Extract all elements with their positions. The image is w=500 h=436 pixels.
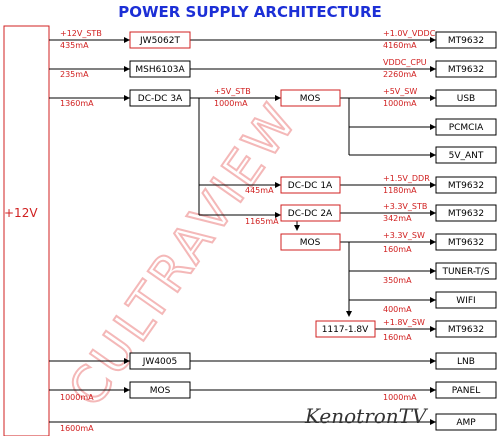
load-mt9632-cpu: MT9632 (435, 60, 497, 78)
current-label-1000ma-stb: 1000mA (214, 99, 248, 108)
load-mt9632-cpu-label: MT9632 (448, 65, 484, 75)
load-mt9632-stb-label: MT9632 (448, 209, 484, 219)
load-usb-label: USB (457, 94, 475, 104)
rail-label-vddc: +1.0V_VDDC (383, 29, 436, 38)
load-panel-label: PANEL (452, 386, 480, 396)
block-dcdc-1a: DC-DC 1A (280, 176, 341, 194)
kenotrontv-logo: KenotronTV (304, 404, 429, 428)
current-label-1180ma: 1180mA (383, 186, 417, 195)
load-panel: PANEL (435, 381, 497, 399)
block-mos-3v3: MOS (280, 233, 341, 251)
load-tuner: TUNER-T/S (435, 262, 497, 280)
current-label-400ma: 400mA (383, 305, 412, 314)
main-12v-label: +12V (4, 206, 38, 220)
load-lnb-label: LNB (457, 357, 475, 367)
load-wifi-label: WIFI (456, 296, 475, 306)
block-mos-panel: MOS (129, 381, 191, 399)
diagram-title: POWER SUPPLY ARCHITECTURE (118, 3, 382, 21)
arrowheads (124, 37, 436, 425)
load-5v-ant-label: 5V_ANT (449, 151, 484, 161)
current-label-350ma: 350mA (383, 276, 412, 285)
load-mt9632-sw33: MT9632 (435, 233, 497, 251)
load-mt9632-vddc: MT9632 (435, 31, 497, 49)
current-label-435ma: 435mA (60, 41, 89, 50)
block-dcdc-3a-label: DC-DC 3A (138, 94, 183, 104)
current-label-4160ma: 4160mA (383, 41, 417, 50)
current-label-1600ma: 1600mA (60, 424, 94, 433)
block-dcdc-1a-label: DC-DC 1A (288, 181, 333, 191)
current-label-160ma-1v8: 160mA (383, 333, 412, 342)
rail-label-5v-stb: +5V_STB (214, 87, 251, 96)
connection-lines (49, 39, 436, 423)
current-label-2260ma: 2260mA (383, 70, 417, 79)
block-mos-5v-label: MOS (300, 94, 321, 104)
block-jw4005: JW4005 (129, 352, 191, 370)
block-jw5062t: JW5062T (129, 31, 191, 49)
load-mt9632-sw33-label: MT9632 (448, 238, 484, 248)
block-1117-label: 1117-1.8V (322, 325, 369, 335)
block-mos-5v: MOS (280, 89, 341, 107)
rail-label-1v5-ddr: +1.5V_DDR (383, 174, 430, 183)
load-lnb: LNB (435, 352, 497, 370)
load-mt9632-stb: MT9632 (435, 204, 497, 222)
current-label-160ma-3v3: 160mA (383, 245, 412, 254)
current-label-1165ma: 1165mA (245, 217, 279, 226)
load-mt9632-vddc-label: MT9632 (448, 36, 484, 46)
block-mos-3v3-label: MOS (300, 238, 321, 248)
load-5v-ant: 5V_ANT (435, 146, 497, 164)
load-amp: AMP (435, 413, 497, 431)
main-12v-block (3, 25, 50, 436)
block-jw5062t-label: JW5062T (139, 36, 180, 46)
current-label-235ma: 235mA (60, 70, 89, 79)
block-dcdc-2a: DC-DC 2A (280, 204, 341, 222)
current-label-1000ma-panel-out: 1000mA (383, 393, 417, 402)
load-mt9632-sw18: MT9632 (435, 320, 497, 338)
rail-label-5v-sw: +5V_SW (383, 87, 417, 96)
load-wifi: WIFI (435, 291, 497, 309)
block-jw4005-label: JW4005 (142, 357, 177, 367)
load-pcmcia-label: PCMCIA (449, 123, 484, 133)
block-dcdc-3a: DC-DC 3A (129, 89, 191, 107)
current-label-1000ma-panel-in: 1000mA (60, 393, 94, 402)
current-label-1000ma-sw: 1000mA (383, 99, 417, 108)
load-tuner-label: TUNER-T/S (441, 267, 489, 277)
current-label-342ma: 342mA (383, 214, 412, 223)
rail-label-3v3-stb: +3.3V_STB (383, 202, 427, 211)
rail-label-vddc-cpu: VDDC_CPU (383, 58, 427, 67)
current-label-445ma: 445mA (245, 186, 274, 195)
load-mt9632-sw18-label: MT9632 (448, 325, 484, 335)
block-msh6103a: MSH6103A (129, 60, 191, 78)
load-usb: USB (435, 89, 497, 107)
current-label-1360ma: 1360mA (60, 99, 94, 108)
block-mos-panel-label: MOS (150, 386, 171, 396)
rail-label-12v-stb: +12V_STB (60, 29, 102, 38)
rail-label-3v3-sw: +3.3V_SW (383, 231, 425, 240)
block-1117-regulator: 1117-1.8V (315, 320, 376, 338)
block-msh6103a-label: MSH6103A (135, 65, 185, 75)
load-mt9632-ddr: MT9632 (435, 176, 497, 194)
load-amp-label: AMP (456, 418, 476, 428)
block-dcdc-2a-label: DC-DC 2A (288, 209, 333, 219)
load-pcmcia: PCMCIA (435, 118, 497, 136)
load-mt9632-ddr-label: MT9632 (448, 181, 484, 191)
rail-label-1v8-sw: +1.8V_SW (383, 318, 425, 327)
